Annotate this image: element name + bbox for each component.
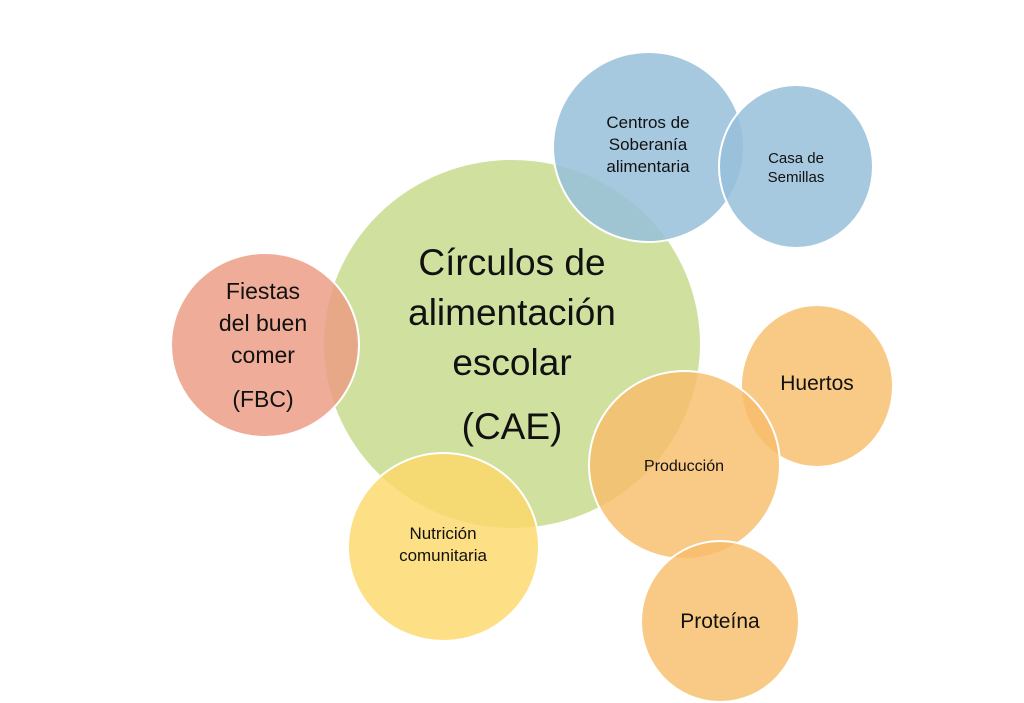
bubble-proteina [640,540,800,703]
bubble-fbc [170,252,360,438]
bubble-casa [718,84,874,249]
bubble-produccion [588,370,781,560]
bubble-nutricion [347,452,540,642]
bubble-centros [552,51,745,243]
